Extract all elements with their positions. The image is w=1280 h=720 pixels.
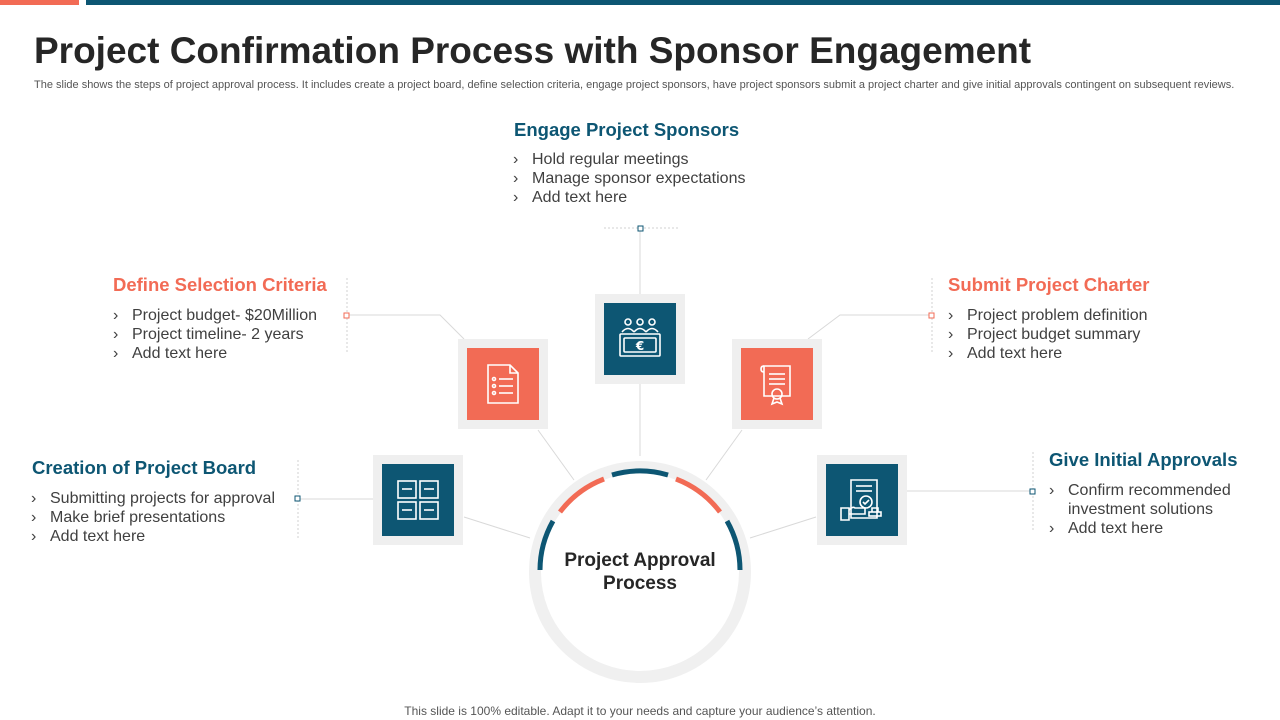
board-grid-icon bbox=[382, 464, 454, 536]
list-define-criteria: Project budget- $20Million Project timel… bbox=[113, 306, 317, 363]
card-define-criteria bbox=[458, 339, 548, 429]
arc-segment-3 bbox=[611, 468, 669, 478]
list-submit-charter: Project problem definition Project budge… bbox=[948, 306, 1148, 363]
marker-engage bbox=[637, 225, 644, 232]
spoke-define bbox=[537, 429, 575, 481]
page-title: Project Confirmation Process with Sponso… bbox=[34, 30, 1032, 71]
list-item: Add text here bbox=[1049, 519, 1244, 538]
list-item: Project timeline- 2 years bbox=[113, 325, 317, 344]
list-item: Submitting projects for approval bbox=[31, 489, 275, 508]
connector-submit bbox=[807, 314, 932, 340]
arc-segment-1 bbox=[537, 519, 556, 571]
card-engage-sponsors: € bbox=[595, 294, 685, 384]
heading-submit-charter: Submit Project Charter bbox=[948, 274, 1150, 295]
checklist-document-icon bbox=[467, 348, 539, 420]
list-item: Project budget- $20Million bbox=[113, 306, 317, 325]
arc-segment-2 bbox=[558, 476, 605, 514]
card-creation-board bbox=[373, 455, 463, 545]
list-item: Project problem definition bbox=[948, 306, 1148, 325]
list-item: Add text here bbox=[513, 188, 745, 207]
list-engage-sponsors: Hold regular meetings Manage sponsor exp… bbox=[513, 150, 745, 207]
top-accent-bar-teal bbox=[86, 0, 1280, 5]
list-item: Make brief presentations bbox=[31, 508, 275, 527]
heading-define-criteria: Define Selection Criteria bbox=[113, 274, 327, 295]
list-item: Add text here bbox=[113, 344, 317, 363]
list-item: Project budget summary bbox=[948, 325, 1148, 344]
connector-define bbox=[347, 314, 465, 340]
top-accent-bar-orange bbox=[0, 0, 79, 5]
heading-creation-board: Creation of Project Board bbox=[32, 457, 257, 478]
page-subtitle: The slide shows the steps of project app… bbox=[34, 79, 1235, 91]
certificate-scroll-icon bbox=[741, 348, 813, 420]
list-item: Manage sponsor expectations bbox=[513, 169, 745, 188]
heading-engage-sponsors: Engage Project Sponsors bbox=[514, 119, 740, 140]
list-item: Hold regular meetings bbox=[513, 150, 745, 169]
spoke-approvals bbox=[749, 516, 817, 539]
list-item: Add text here bbox=[948, 344, 1148, 363]
list-item: Add text here bbox=[31, 527, 275, 546]
sponsors-money-icon: € bbox=[604, 303, 676, 375]
arc-segment-4 bbox=[675, 476, 722, 514]
card-initial-approvals bbox=[817, 455, 907, 545]
list-creation-board: Submitting projects for approval Make br… bbox=[31, 489, 275, 546]
spoke-creation bbox=[463, 516, 531, 539]
list-item: Confirm recommended investment solutions bbox=[1049, 481, 1244, 519]
outer-ring bbox=[529, 461, 751, 683]
arc-segment-5 bbox=[724, 519, 743, 571]
center-disc bbox=[556, 488, 724, 656]
approval-stamp-icon bbox=[826, 464, 898, 536]
heading-initial-approvals: Give Initial Approvals bbox=[1049, 449, 1238, 470]
svg-text:€: € bbox=[635, 339, 644, 353]
spoke-submit bbox=[705, 429, 743, 481]
marker-creation bbox=[294, 495, 301, 502]
center-label: Project Approval Process bbox=[564, 550, 716, 594]
footer-note: This slide is 100% editable. Adapt it to… bbox=[404, 704, 876, 718]
marker-define bbox=[343, 312, 350, 319]
card-submit-charter bbox=[732, 339, 822, 429]
marker-approvals bbox=[1029, 488, 1036, 495]
list-initial-approvals: Confirm recommended investment solutions… bbox=[1049, 481, 1244, 538]
marker-submit bbox=[928, 312, 935, 319]
